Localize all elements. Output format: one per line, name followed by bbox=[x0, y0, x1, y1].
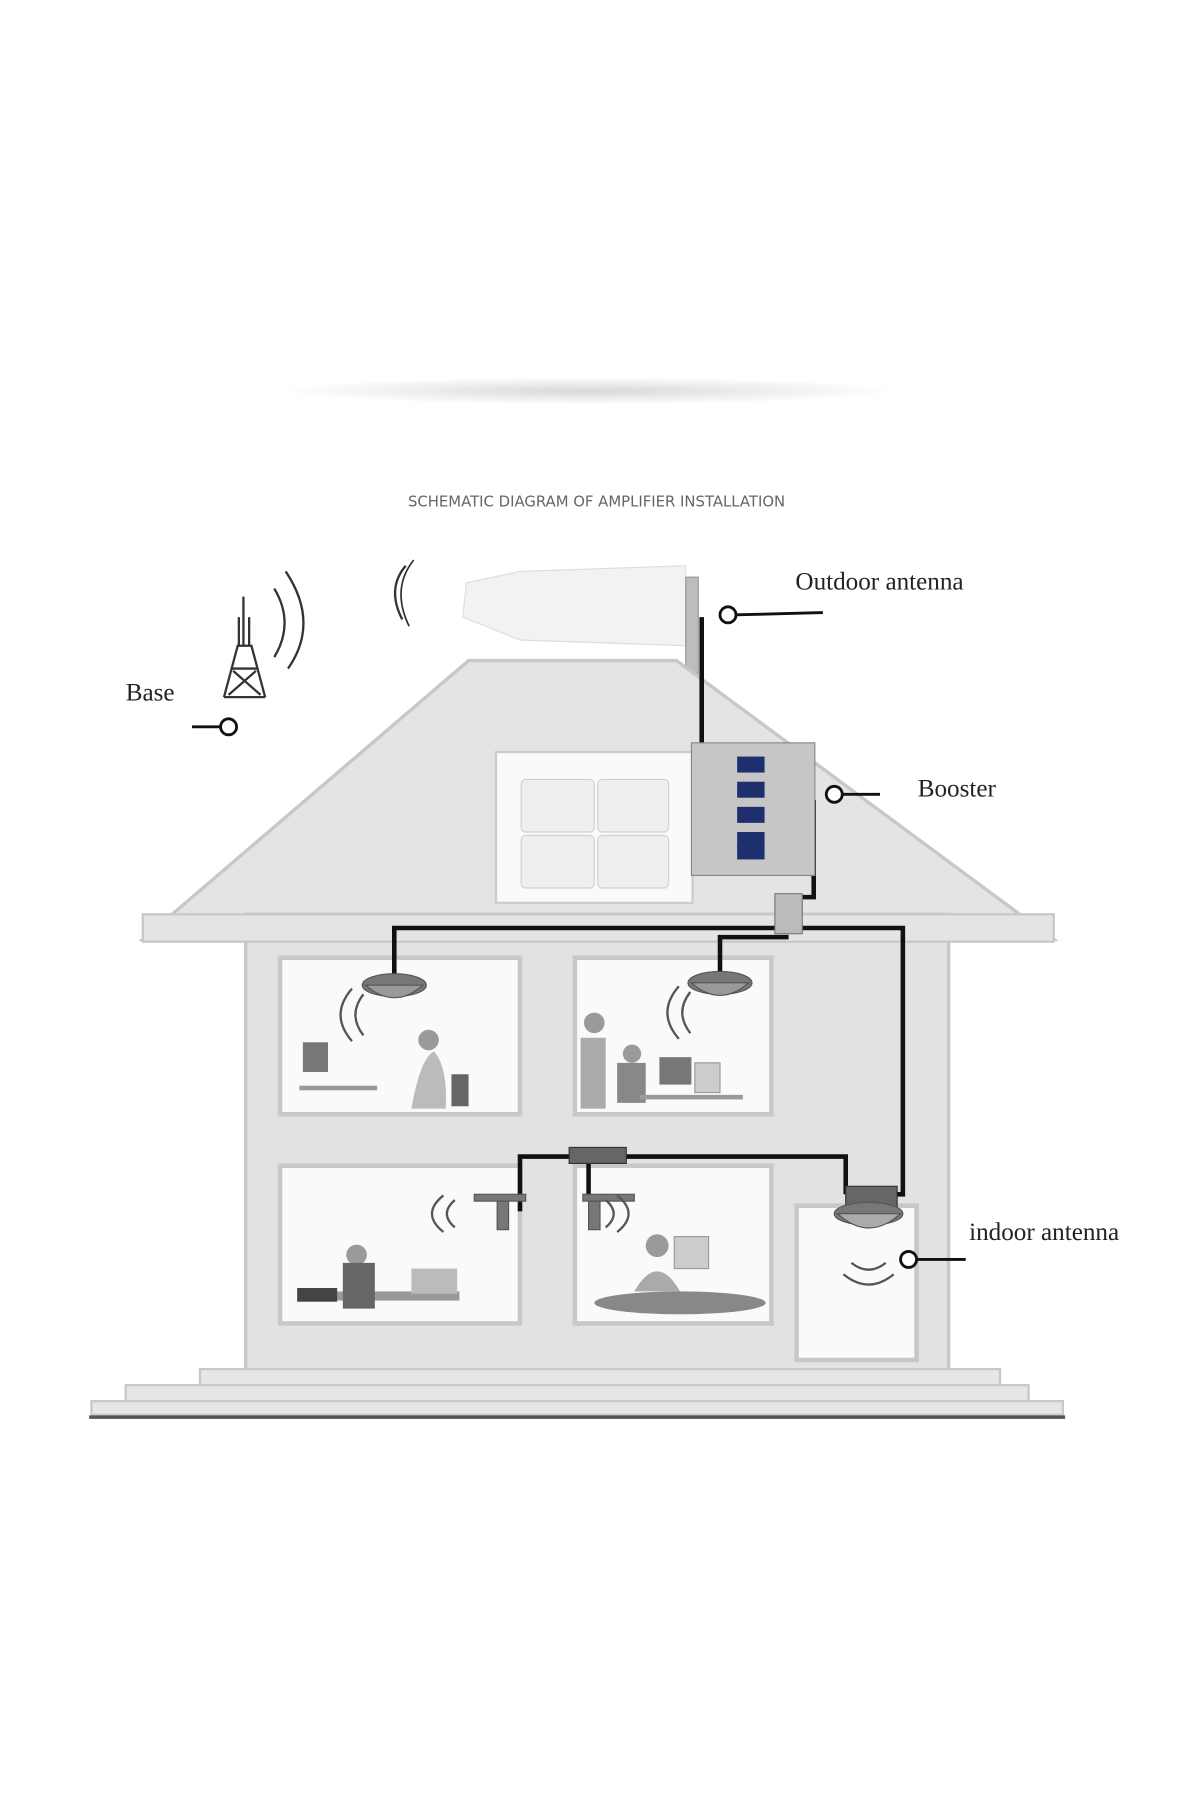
label-booster: Booster bbox=[918, 776, 997, 803]
callout-markers bbox=[192, 605, 966, 1269]
label-outdoor-antenna: Outdoor antenna bbox=[795, 569, 963, 596]
diagram-title: SCHEMATIC DIAGRAM OF AMPLIFIER INSTALLAT… bbox=[408, 492, 785, 510]
label-indoor-antenna: indoor antenna bbox=[969, 1219, 1119, 1246]
room-people-illustrations bbox=[297, 1012, 766, 1315]
house-steps bbox=[90, 1368, 1064, 1416]
base-station-tower-icon bbox=[222, 559, 415, 699]
signal-splitter-icon bbox=[774, 893, 803, 935]
wireless-signal-icon bbox=[339, 985, 895, 1286]
label-base: Base bbox=[126, 680, 175, 707]
panel-antenna-icon bbox=[473, 1193, 635, 1231]
top-shadow bbox=[280, 377, 898, 405]
signal-splitter-icon bbox=[568, 1146, 627, 1164]
ceiling-antenna-icon bbox=[361, 970, 904, 1229]
attic-window bbox=[494, 750, 694, 904]
rooms bbox=[277, 955, 919, 1363]
booster-device-icon bbox=[690, 742, 816, 876]
